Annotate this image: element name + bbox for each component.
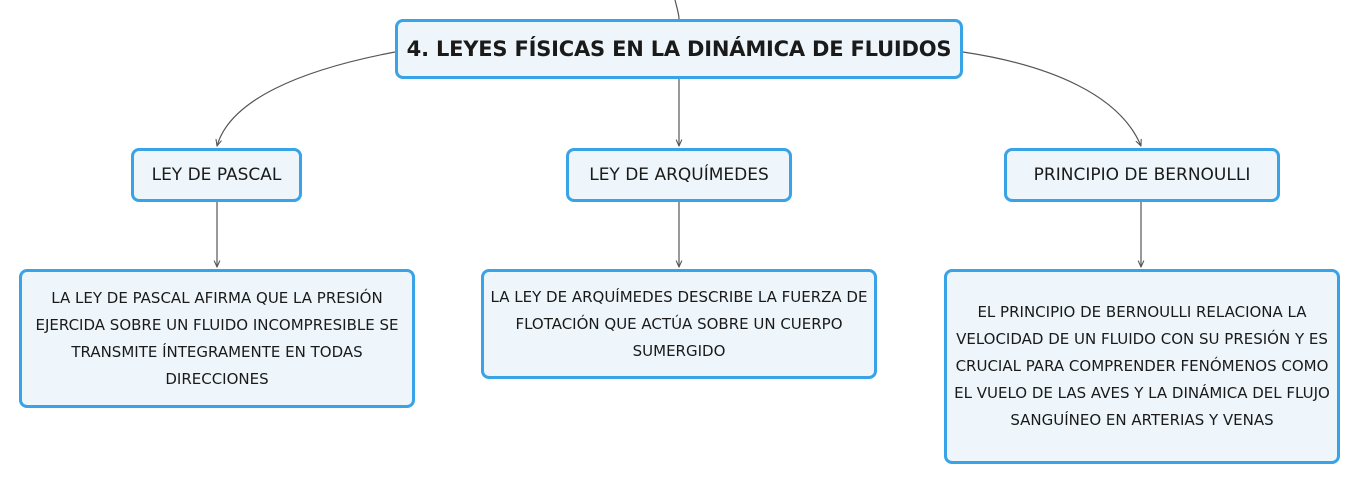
node-principio-de-bernoulli-label: PRINCIPIO DE BERNOULLI: [1033, 165, 1251, 185]
node-bernoulli-description[interactable]: EL PRINCIPIO DE BERNOULLI RELACIONA LA V…: [944, 269, 1340, 464]
node-ley-de-arquimedes-label: LEY DE ARQUÍMEDES: [589, 165, 769, 185]
bernoulli-description-text: EL PRINCIPIO DE BERNOULLI RELACIONA LA V…: [954, 303, 1330, 429]
connector-root-bernoulli: [962, 51, 1141, 146]
node-ley-de-pascal-label: LEY DE PASCAL: [151, 165, 282, 185]
incoming-connector: [674, 0, 680, 20]
node-arquimedes-description[interactable]: LA LEY DE ARQUÍMEDES DESCRIBE LA FUERZA …: [481, 269, 877, 379]
node-principio-de-bernoulli[interactable]: PRINCIPIO DE BERNOULLI: [1004, 148, 1280, 202]
node-ley-de-arquimedes[interactable]: LEY DE ARQUÍMEDES: [566, 148, 792, 202]
arquimedes-description-text: LA LEY DE ARQUÍMEDES DESCRIBE LA FUERZA …: [490, 287, 868, 360]
root-node-label: 4. LEYES FÍSICAS EN LA DINÁMICA DE FLUID…: [406, 37, 952, 61]
root-node[interactable]: 4. LEYES FÍSICAS EN LA DINÁMICA DE FLUID…: [395, 19, 963, 79]
node-ley-de-pascal[interactable]: LEY DE PASCAL: [131, 148, 302, 202]
connector-root-pascal: [217, 51, 396, 146]
pascal-description-text: LA LEY DE PASCAL AFIRMA QUE LA PRESIÓN E…: [35, 288, 399, 388]
node-pascal-description[interactable]: LA LEY DE PASCAL AFIRMA QUE LA PRESIÓN E…: [19, 269, 415, 408]
